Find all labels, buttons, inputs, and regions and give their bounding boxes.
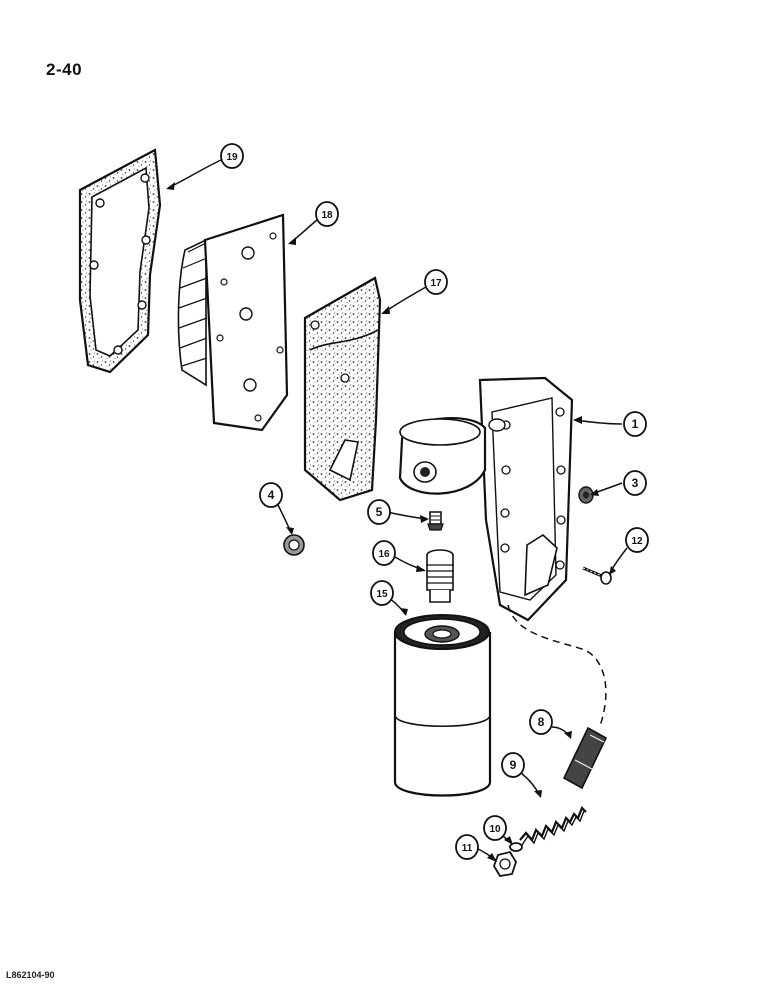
callout-11-label: 11 — [462, 843, 473, 854]
callout-17-label: 17 — [430, 278, 442, 289]
callout-15: 15 — [370, 580, 394, 606]
callout-16-circle — [372, 540, 396, 566]
filter-head-1 — [398, 376, 574, 622]
plug-4 — [283, 534, 305, 556]
callout-11-circle — [455, 834, 479, 860]
callouts: 19 18 17 1 3 4 5 16 12 15 8 9 10 11 — [220, 143, 649, 860]
callout-3-label: 3 — [632, 476, 639, 490]
callout-16: 16 — [372, 540, 396, 566]
callout-4: 4 — [259, 482, 283, 508]
callout-5-label: 5 — [376, 505, 383, 519]
callout-16-label: 16 — [378, 549, 390, 560]
callout-8-label: 8 — [538, 715, 545, 729]
fitting-5 — [427, 511, 444, 531]
callout-1-circle — [623, 411, 647, 437]
callout-19-label: 19 — [226, 152, 238, 163]
callout-10-label: 10 — [489, 824, 501, 835]
spring-9 — [519, 806, 587, 846]
callout-9-label: 9 — [510, 758, 517, 772]
gasket-19 — [78, 148, 162, 374]
callout-10: 10 — [483, 815, 507, 841]
o-ring-10 — [509, 842, 523, 852]
callout-18: 18 — [315, 201, 339, 227]
callout-12-label: 12 — [631, 536, 643, 547]
callout-19: 19 — [220, 143, 244, 169]
callout-19-circle — [220, 143, 244, 169]
callout-18-circle — [315, 201, 339, 227]
callout-1: 1 — [623, 411, 647, 437]
callout-8: 8 — [529, 709, 553, 735]
callout-3: 3 — [623, 470, 647, 496]
callout-10-circle — [483, 815, 507, 841]
callout-17-circle — [424, 269, 448, 295]
callout-15-label: 15 — [376, 589, 388, 600]
callout-5-circle — [367, 499, 391, 525]
dashed-line — [507, 604, 607, 727]
callout-1-label: 1 — [632, 417, 639, 431]
callout-9: 9 — [501, 752, 525, 778]
oil-cooler-18 — [177, 213, 289, 432]
page-number: 2-40 — [46, 60, 83, 79]
callout-12: 12 — [625, 527, 649, 553]
callout-9-circle — [501, 752, 525, 778]
callout-8-circle — [529, 709, 553, 735]
figure-code: L862104-90 — [6, 970, 55, 980]
plug-11 — [493, 850, 517, 877]
capscrew-12 — [582, 566, 612, 585]
callout-15-circle — [370, 580, 394, 606]
nipple-16 — [426, 549, 454, 603]
callout-18-label: 18 — [321, 210, 333, 221]
arrowheads — [166, 182, 616, 862]
callout-17: 17 — [424, 269, 448, 295]
callout-4-circle — [259, 482, 283, 508]
oil-filter-15 — [393, 614, 492, 797]
callout-5: 5 — [367, 499, 391, 525]
callout-4-label: 4 — [268, 488, 275, 502]
gasket-17 — [303, 276, 382, 502]
callout-3-circle — [623, 470, 647, 496]
callout-12-circle — [625, 527, 649, 553]
callout-11: 11 — [455, 834, 479, 860]
valve-8 — [562, 726, 608, 790]
